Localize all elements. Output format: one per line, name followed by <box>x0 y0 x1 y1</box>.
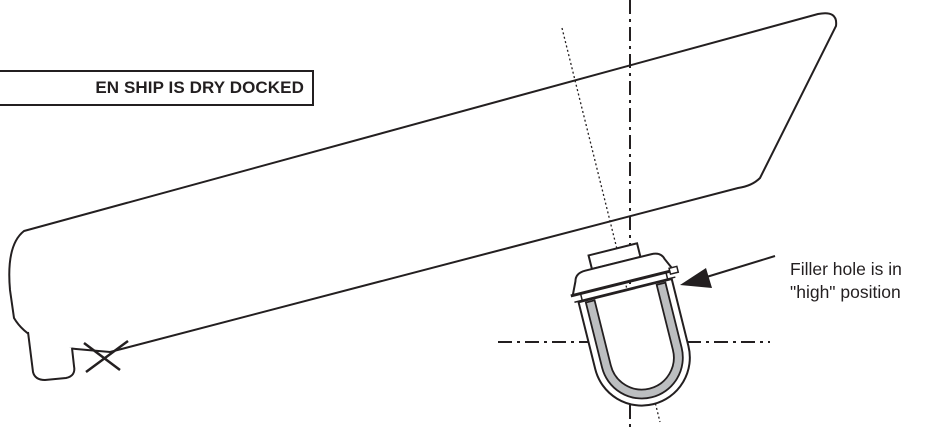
ship-hull <box>8 12 838 354</box>
transducer-unit <box>570 242 691 407</box>
warning-label-text: EN SHIP IS DRY DOCKED <box>95 78 304 97</box>
warning-label-box: EN SHIP IS DRY DOCKED <box>0 70 314 106</box>
transducer-flange <box>571 252 676 297</box>
flange-rim <box>570 268 676 298</box>
callout-text: Filler hole is in "high" position <box>790 258 902 304</box>
flange-tick-left <box>579 293 584 302</box>
callout-arrow-line <box>699 255 776 280</box>
flange-tick-right <box>665 272 669 281</box>
transducer-gray-band <box>584 281 684 400</box>
filler-hole <box>668 265 680 276</box>
callout-arrow-head <box>680 268 712 288</box>
ship-keel <box>27 331 76 382</box>
callout-line-1: Filler hole is in <box>790 259 902 279</box>
support-post <box>85 339 129 374</box>
callout-line-2: "high" position <box>790 282 901 302</box>
support-crossbar <box>83 342 121 371</box>
